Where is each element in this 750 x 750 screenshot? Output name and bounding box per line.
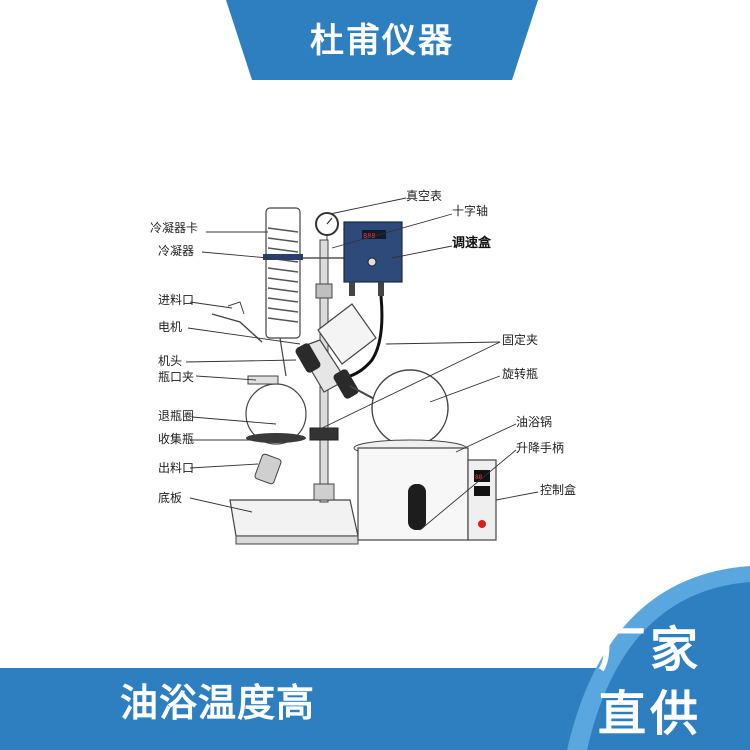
label-lift-handle: 升降手柄 <box>516 441 564 455</box>
label-rotating-flask: 旋转瓶 <box>502 366 538 381</box>
label-fixing-clamp: 固定夹 <box>502 332 538 347</box>
label-vacuum-gauge: 真空表 <box>406 189 442 203</box>
motor <box>295 303 377 399</box>
feed-inlet <box>211 301 263 343</box>
rotating-flask <box>349 369 449 447</box>
banner-shape <box>226 0 538 80</box>
label-condenser: 冷凝器 <box>158 243 194 258</box>
badge-line-1: 厂家 <box>598 622 703 678</box>
base-plate <box>229 499 359 545</box>
control-box: 88 <box>467 459 497 541</box>
label-machine-head: 机头 <box>158 354 182 368</box>
label-oil-bath: 油浴锅 <box>516 414 552 429</box>
label-feed-inlet: 进料口 <box>158 293 194 307</box>
corner-badge-shape <box>567 566 750 750</box>
speed-control-box: 888 <box>343 221 403 378</box>
label-collection-flask: 收集瓶 <box>158 431 194 446</box>
collection-flask <box>245 375 307 485</box>
label-flask-clamp: 瓶口夹 <box>158 370 194 384</box>
vacuum-gauge <box>300 212 350 259</box>
oil-bath <box>353 439 469 541</box>
label-cross-shaft: 十字轴 <box>452 203 488 218</box>
svg-text:888: 888 <box>363 232 376 240</box>
label-speed-box: 调速盒 <box>452 235 492 251</box>
footer-caption: 油浴温度高 <box>120 681 316 725</box>
top-banner: 杜甫仪器 <box>226 0 538 80</box>
label-outlet: 出料口 <box>158 461 194 475</box>
badge-line-2: 直供 <box>598 686 703 742</box>
condenser <box>263 207 303 377</box>
leader-lines <box>185 197 539 531</box>
brand-title: 杜甫仪器 <box>310 21 454 61</box>
label-control-box: 控制盒 <box>540 482 576 497</box>
svg-text:88: 88 <box>475 474 483 481</box>
label-condenser-clamp: 冷凝器卡 <box>150 220 198 235</box>
label-motor: 电机 <box>158 320 182 334</box>
label-base-plate: 底板 <box>158 490 182 505</box>
label-flask-release-ring: 退瓶圈 <box>158 409 194 423</box>
footer-bar <box>0 668 600 750</box>
